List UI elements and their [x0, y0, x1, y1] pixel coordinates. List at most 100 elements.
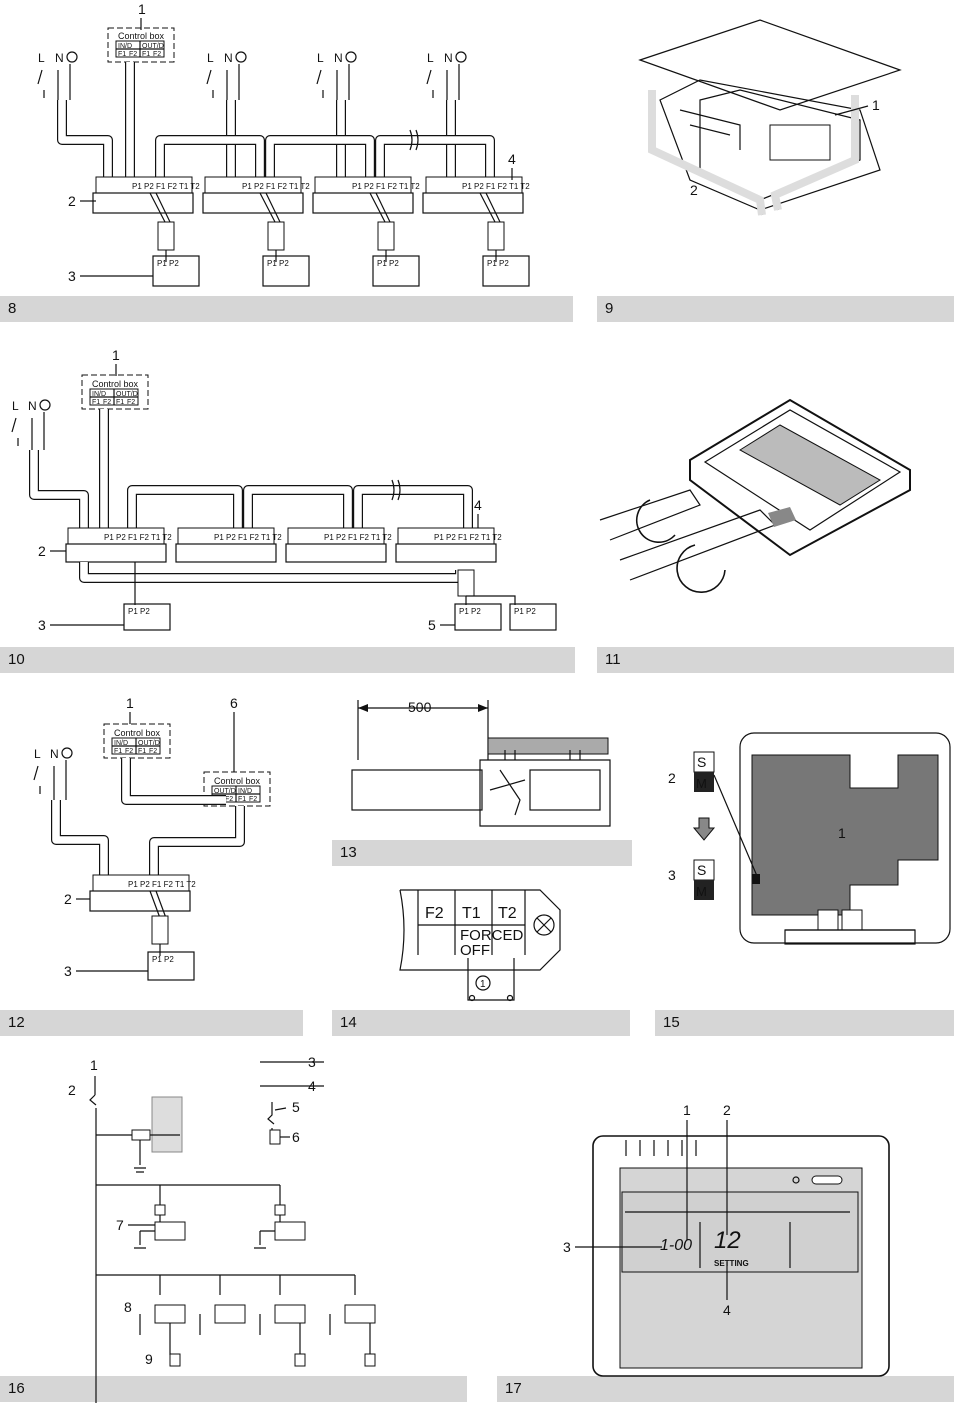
- callout-1: 1: [112, 347, 120, 363]
- svg-text:1: 1: [838, 825, 846, 841]
- svg-text:P1 P2 F1 F2 T1 T2: P1 P2 F1 F2 T1 T2: [324, 533, 392, 542]
- figure-12: 1 6 Control box IN/D OUT/D F1 F2 F1 F2 C…: [33, 695, 271, 981]
- svg-text:F2: F2: [225, 796, 233, 803]
- svg-text:5: 5: [292, 1099, 300, 1115]
- callout-3: 3: [68, 268, 76, 284]
- dimension-500: 500: [408, 699, 432, 715]
- figure-13: 500: [351, 699, 611, 827]
- svg-text:F2: F2: [127, 399, 135, 406]
- figure-11: [599, 398, 911, 594]
- svg-text:5: 5: [428, 617, 436, 633]
- figure-13-caption: 13: [332, 840, 632, 866]
- svg-text:M: M: [696, 884, 707, 899]
- callout-2: 2: [68, 193, 76, 209]
- svg-text:P1 P2: P1 P2: [459, 607, 481, 616]
- svg-text:P1 P2: P1 P2: [128, 607, 150, 616]
- svg-text:S: S: [697, 754, 706, 770]
- svg-text:F2: F2: [125, 748, 133, 755]
- callout-1: 1: [138, 1, 146, 17]
- ground-icon: [235, 51, 247, 63]
- svg-text:FORCED: FORCED: [460, 927, 524, 944]
- svg-text:1: 1: [126, 695, 134, 711]
- svg-text:2: 2: [38, 543, 46, 559]
- svg-text:P1 P2: P1 P2: [514, 607, 536, 616]
- figure-16: 1 2 7 8 9 3 4 5 6: [68, 1054, 376, 1403]
- svg-text:F1: F1: [116, 399, 124, 406]
- svg-text:F1: F1: [238, 796, 246, 803]
- svg-text:P1 P2: P1 P2: [267, 259, 289, 268]
- cb-f1b-label: F1: [142, 51, 150, 58]
- svg-text:7: 7: [116, 1217, 124, 1233]
- figure-12-caption: 12: [0, 1010, 303, 1036]
- figure-14-caption: 14: [332, 1010, 630, 1036]
- remote-terminals: P1 P2: [157, 259, 179, 268]
- svg-text:3: 3: [563, 1239, 571, 1255]
- terminal-t1: T1: [462, 905, 481, 922]
- cb-f2-label: F2: [129, 51, 137, 58]
- figure-8-caption: 8: [0, 296, 573, 322]
- svg-text:P1 P2 F1 F2 T1 T2: P1 P2 F1 F2 T1 T2: [352, 182, 420, 191]
- power-n: N: [55, 51, 64, 65]
- ground-icon: [39, 399, 51, 411]
- ground-icon: [66, 51, 78, 63]
- unit-terminals: P1 P2 F1 F2 T1 T2: [132, 182, 200, 191]
- svg-text:OUT/D: OUT/D: [116, 391, 138, 398]
- svg-text:Control box: Control box: [92, 379, 139, 389]
- svg-text:IN/D: IN/D: [92, 391, 106, 398]
- figure-15: 1 S M 2 S M 3: [668, 732, 951, 945]
- figure-16-caption: 16: [0, 1376, 467, 1402]
- svg-text:4: 4: [474, 497, 482, 513]
- svg-text:P1 P2 F1 F2 T1 T2: P1 P2 F1 F2 T1 T2: [462, 182, 530, 191]
- svg-text:P1 P2 F1 F2 T1 T2: P1 P2 F1 F2 T1 T2: [128, 880, 196, 889]
- cb-in-label: IN/D: [118, 43, 132, 50]
- svg-text:3: 3: [668, 867, 676, 883]
- svg-text:P1 P2 F1 F2 T1 T2: P1 P2 F1 F2 T1 T2: [214, 533, 282, 542]
- terminal-t2: T2: [498, 905, 517, 922]
- svg-text:F1: F1: [92, 399, 100, 406]
- svg-text:2: 2: [64, 891, 72, 907]
- svg-text:F1: F1: [138, 748, 146, 755]
- figure-10-caption: 10: [0, 647, 575, 673]
- svg-text:F1: F1: [114, 748, 122, 755]
- callout-1: 1: [872, 97, 880, 113]
- cb-out-label: OUT/D: [142, 43, 164, 50]
- cb-f1-label: F1: [118, 51, 126, 58]
- svg-text:P1 P2 F1 F2 T1 T2: P1 P2 F1 F2 T1 T2: [434, 533, 502, 542]
- svg-text:L: L: [207, 51, 214, 65]
- figure-8: 1 Control box IN/D OUT/D F1 F2 F1 F2 L N…: [37, 1, 530, 287]
- power-l: L: [38, 51, 45, 65]
- ground-icon: [455, 51, 467, 63]
- svg-text:P1 P2 F1 F2 T1 T2: P1 P2 F1 F2 T1 T2: [242, 182, 310, 191]
- svg-text:2: 2: [668, 770, 676, 786]
- svg-text:3: 3: [38, 617, 46, 633]
- ground-icon: [345, 51, 357, 63]
- svg-text:3: 3: [64, 963, 72, 979]
- svg-text:N: N: [444, 51, 453, 65]
- svg-text:IN/D: IN/D: [238, 788, 252, 795]
- svg-text:OUT/D: OUT/D: [138, 740, 160, 747]
- svg-text:1: 1: [683, 1102, 691, 1118]
- svg-text:L: L: [12, 399, 19, 413]
- svg-text:M: M: [696, 776, 707, 791]
- svg-text:F2: F2: [149, 748, 157, 755]
- svg-text:N: N: [224, 51, 233, 65]
- svg-text:2: 2: [68, 1082, 76, 1098]
- svg-text:OUT/D: OUT/D: [214, 788, 236, 795]
- figure-10: 1 Control box IN/D OUT/D F1 F2 F1 F2 L N…: [11, 347, 557, 633]
- svg-text:3: 3: [308, 1054, 316, 1070]
- figure-14: F2 T1 T2 FORCED OFF 1: [399, 889, 561, 1002]
- setting-label: SETTING: [714, 1259, 749, 1268]
- svg-text:P1 P2: P1 P2: [377, 259, 399, 268]
- svg-text:P1 P2: P1 P2: [152, 955, 174, 964]
- ground-icon: [61, 747, 73, 759]
- callout-4: 4: [508, 151, 516, 167]
- figure-9: 1 2 4: [508, 19, 902, 216]
- svg-text:1: 1: [480, 979, 486, 990]
- svg-text:Control box: Control box: [214, 776, 261, 786]
- terminal-f2: F2: [425, 905, 444, 922]
- figure-17: 1-00 12 SETTING 1 2 3 4: [563, 1102, 890, 1377]
- svg-text:6: 6: [292, 1129, 300, 1145]
- svg-text:8: 8: [124, 1299, 132, 1315]
- figure-11-caption: 11: [597, 647, 954, 673]
